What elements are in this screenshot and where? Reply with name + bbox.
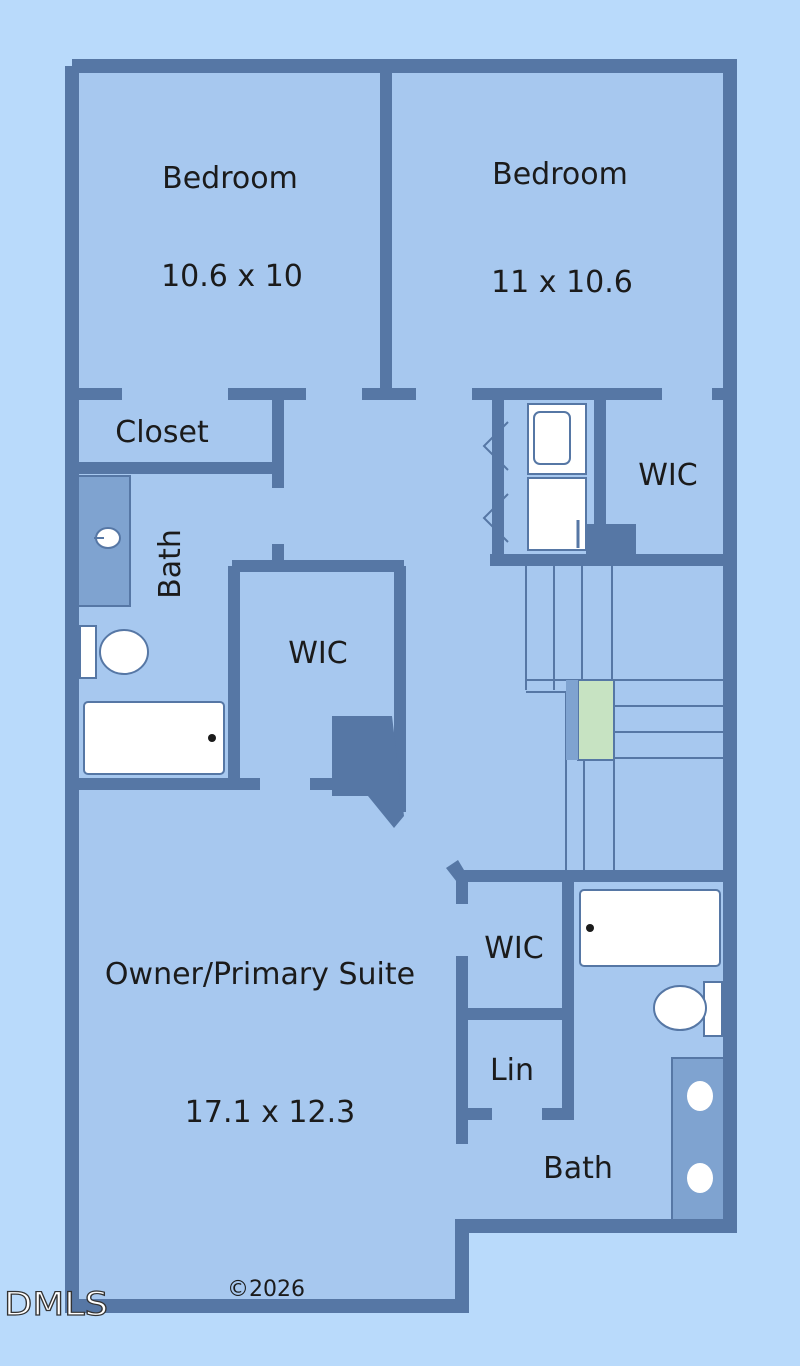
exterior-wall bbox=[65, 59, 737, 1313]
room-label: Bedroom bbox=[492, 157, 628, 192]
room-dimensions: 17.1 x 12.3 bbox=[185, 1095, 355, 1130]
room-label: WIC bbox=[288, 636, 347, 671]
washer-dryer bbox=[527, 403, 587, 551]
bifold-door-icon bbox=[482, 421, 509, 543]
stair-newel bbox=[566, 680, 578, 760]
closet-block bbox=[586, 524, 636, 560]
sink-icon bbox=[687, 1163, 713, 1193]
toilet-icon bbox=[79, 625, 149, 679]
room-dimensions: 10.6 x 10 bbox=[161, 259, 303, 294]
bathtub-icon bbox=[579, 889, 721, 967]
sink-icon bbox=[687, 1081, 713, 1111]
angled-wall bbox=[332, 716, 470, 886]
room-label: Bath bbox=[543, 1151, 613, 1186]
room-label: Closet bbox=[115, 415, 209, 450]
room-label: Bath bbox=[153, 529, 188, 599]
staircase bbox=[525, 566, 724, 870]
sink-icon bbox=[94, 527, 121, 549]
bathtub-icon bbox=[83, 701, 225, 775]
toilet-icon bbox=[653, 981, 723, 1037]
room-label: WIC bbox=[484, 931, 543, 966]
room-dimensions: 11 x 10.6 bbox=[491, 265, 633, 300]
stair-landing bbox=[577, 679, 615, 761]
room-label: Bedroom bbox=[162, 161, 298, 196]
watermark: DMLS bbox=[4, 1285, 108, 1323]
room-label: Lin bbox=[490, 1053, 534, 1088]
room-label: WIC bbox=[638, 458, 697, 493]
room-label: Owner/Primary Suite bbox=[105, 957, 415, 992]
copyright-text: ©2026 bbox=[227, 1277, 305, 1302]
